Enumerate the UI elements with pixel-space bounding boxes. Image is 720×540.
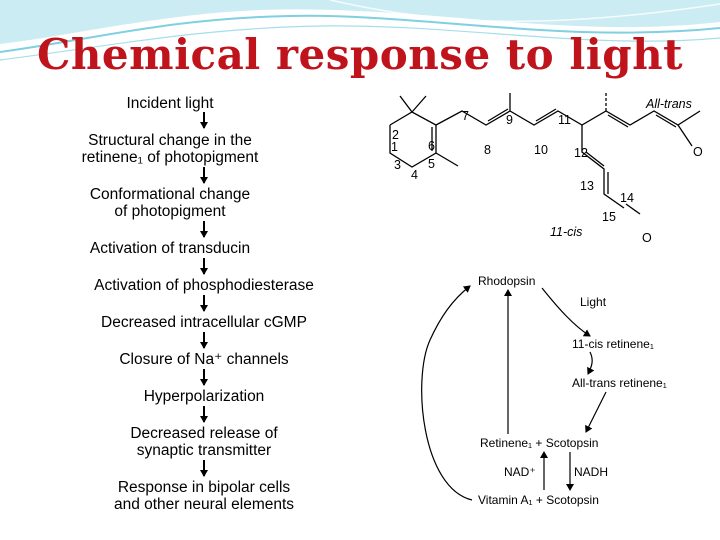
cis-label: 11-cis — [550, 225, 582, 239]
chain-double-bond — [607, 114, 629, 128]
atom-number: 13 — [580, 179, 594, 193]
flow-step-bipolar-response: Response in bipolar cells — [118, 479, 291, 496]
oxygen-label: O — [642, 231, 652, 245]
aldehyde-double-bond — [625, 203, 641, 215]
atom-number: 11 — [558, 113, 571, 127]
atom-number: 7 — [462, 109, 469, 123]
cycle-retinene-scotopsin: Retinene₁ + Scotopsin — [480, 436, 598, 450]
structure-labels: 1 2 3 4 5 6 7 8 9 10 11 12 13 14 15 All-… — [391, 97, 703, 245]
atom-number: 14 — [620, 191, 634, 205]
atom-number: 3 — [394, 158, 401, 172]
atom-number: 8 — [484, 143, 491, 157]
flow-step-incident-light: Incident light — [126, 95, 214, 112]
flow-step-hyperpolarization: Hyperpolarization — [144, 388, 265, 405]
flow-step-conformational-change: Conformational change — [90, 186, 250, 203]
chain-double-bond — [655, 114, 677, 128]
signal-flowchart: Incident light Structural change in the … — [82, 95, 314, 513]
slide-title: Chemical response to light — [36, 30, 684, 79]
cycle-arrow-vitamin — [421, 285, 473, 501]
retinal-structure — [389, 93, 701, 215]
chain-double-bond — [487, 108, 509, 122]
photoreception-figure: Incident light Structural change in the … — [34, 90, 712, 525]
oxygen-label: O — [693, 145, 703, 159]
cis-double-bond — [585, 151, 605, 167]
cycle-rhodopsin: Rhodopsin — [478, 274, 535, 288]
header-decoration — [0, 0, 720, 61]
flow-step-structural-change-line2: retinene₁ of photopigment — [82, 149, 259, 166]
atom-number: 5 — [428, 157, 435, 171]
cycle-arrow-bleach — [541, 287, 591, 337]
flow-step-bipolar-response-line2: and other neural elements — [114, 496, 294, 513]
cycle-light: Light — [580, 295, 607, 309]
cycle-nad-plus: NAD⁺ — [504, 465, 536, 479]
atom-number: 1 — [391, 140, 398, 154]
flow-step-transmitter: Decreased release of — [130, 425, 278, 442]
aldehyde-bond — [677, 124, 693, 147]
atom-number: 2 — [392, 128, 399, 142]
cycle-arrow-release — [585, 391, 607, 433]
atom-number: 12 — [574, 146, 588, 160]
flow-step-structural-change: Structural change in the — [88, 132, 252, 149]
cis-chain — [581, 125, 625, 209]
cycle-11cis-retinene: 11-cis retinene₁ — [572, 337, 654, 351]
cycle-vitamin-scotopsin: Vitamin A₁ + Scotopsin — [478, 493, 599, 507]
flow-step-na-channels: Closure of Na⁺ channels — [119, 351, 289, 368]
cycle-nadh: NADH — [574, 465, 608, 479]
flow-step-conformational-change-line2: of photopigment — [114, 203, 226, 220]
methyl-bond — [435, 152, 459, 167]
cycle-arrow-isomerize — [587, 351, 595, 375]
atom-number: 4 — [411, 168, 418, 182]
polyene-chain — [435, 110, 701, 126]
atom-number: 15 — [602, 210, 616, 224]
atom-number: 10 — [534, 143, 548, 157]
visual-cycle: Rhodopsin Light 11-cis retinene₁ All-tra… — [421, 274, 667, 507]
cycle-alltrans-retinene: All-trans retinene₁ — [572, 376, 667, 390]
atom-number: 9 — [506, 113, 513, 127]
methyl-bond — [399, 95, 413, 113]
flow-step-transducin: Activation of transducin — [90, 240, 250, 257]
chain-double-bond — [535, 108, 557, 122]
atom-number: 6 — [428, 139, 435, 153]
flow-step-transmitter-line2: synaptic transmitter — [137, 442, 271, 459]
all-trans-label: All-trans — [645, 97, 692, 111]
flow-step-phosphodiesterase: Activation of phosphodiesterase — [94, 277, 314, 294]
flow-step-cgmp: Decreased intracellular cGMP — [101, 314, 307, 331]
methyl-bond — [411, 95, 427, 113]
